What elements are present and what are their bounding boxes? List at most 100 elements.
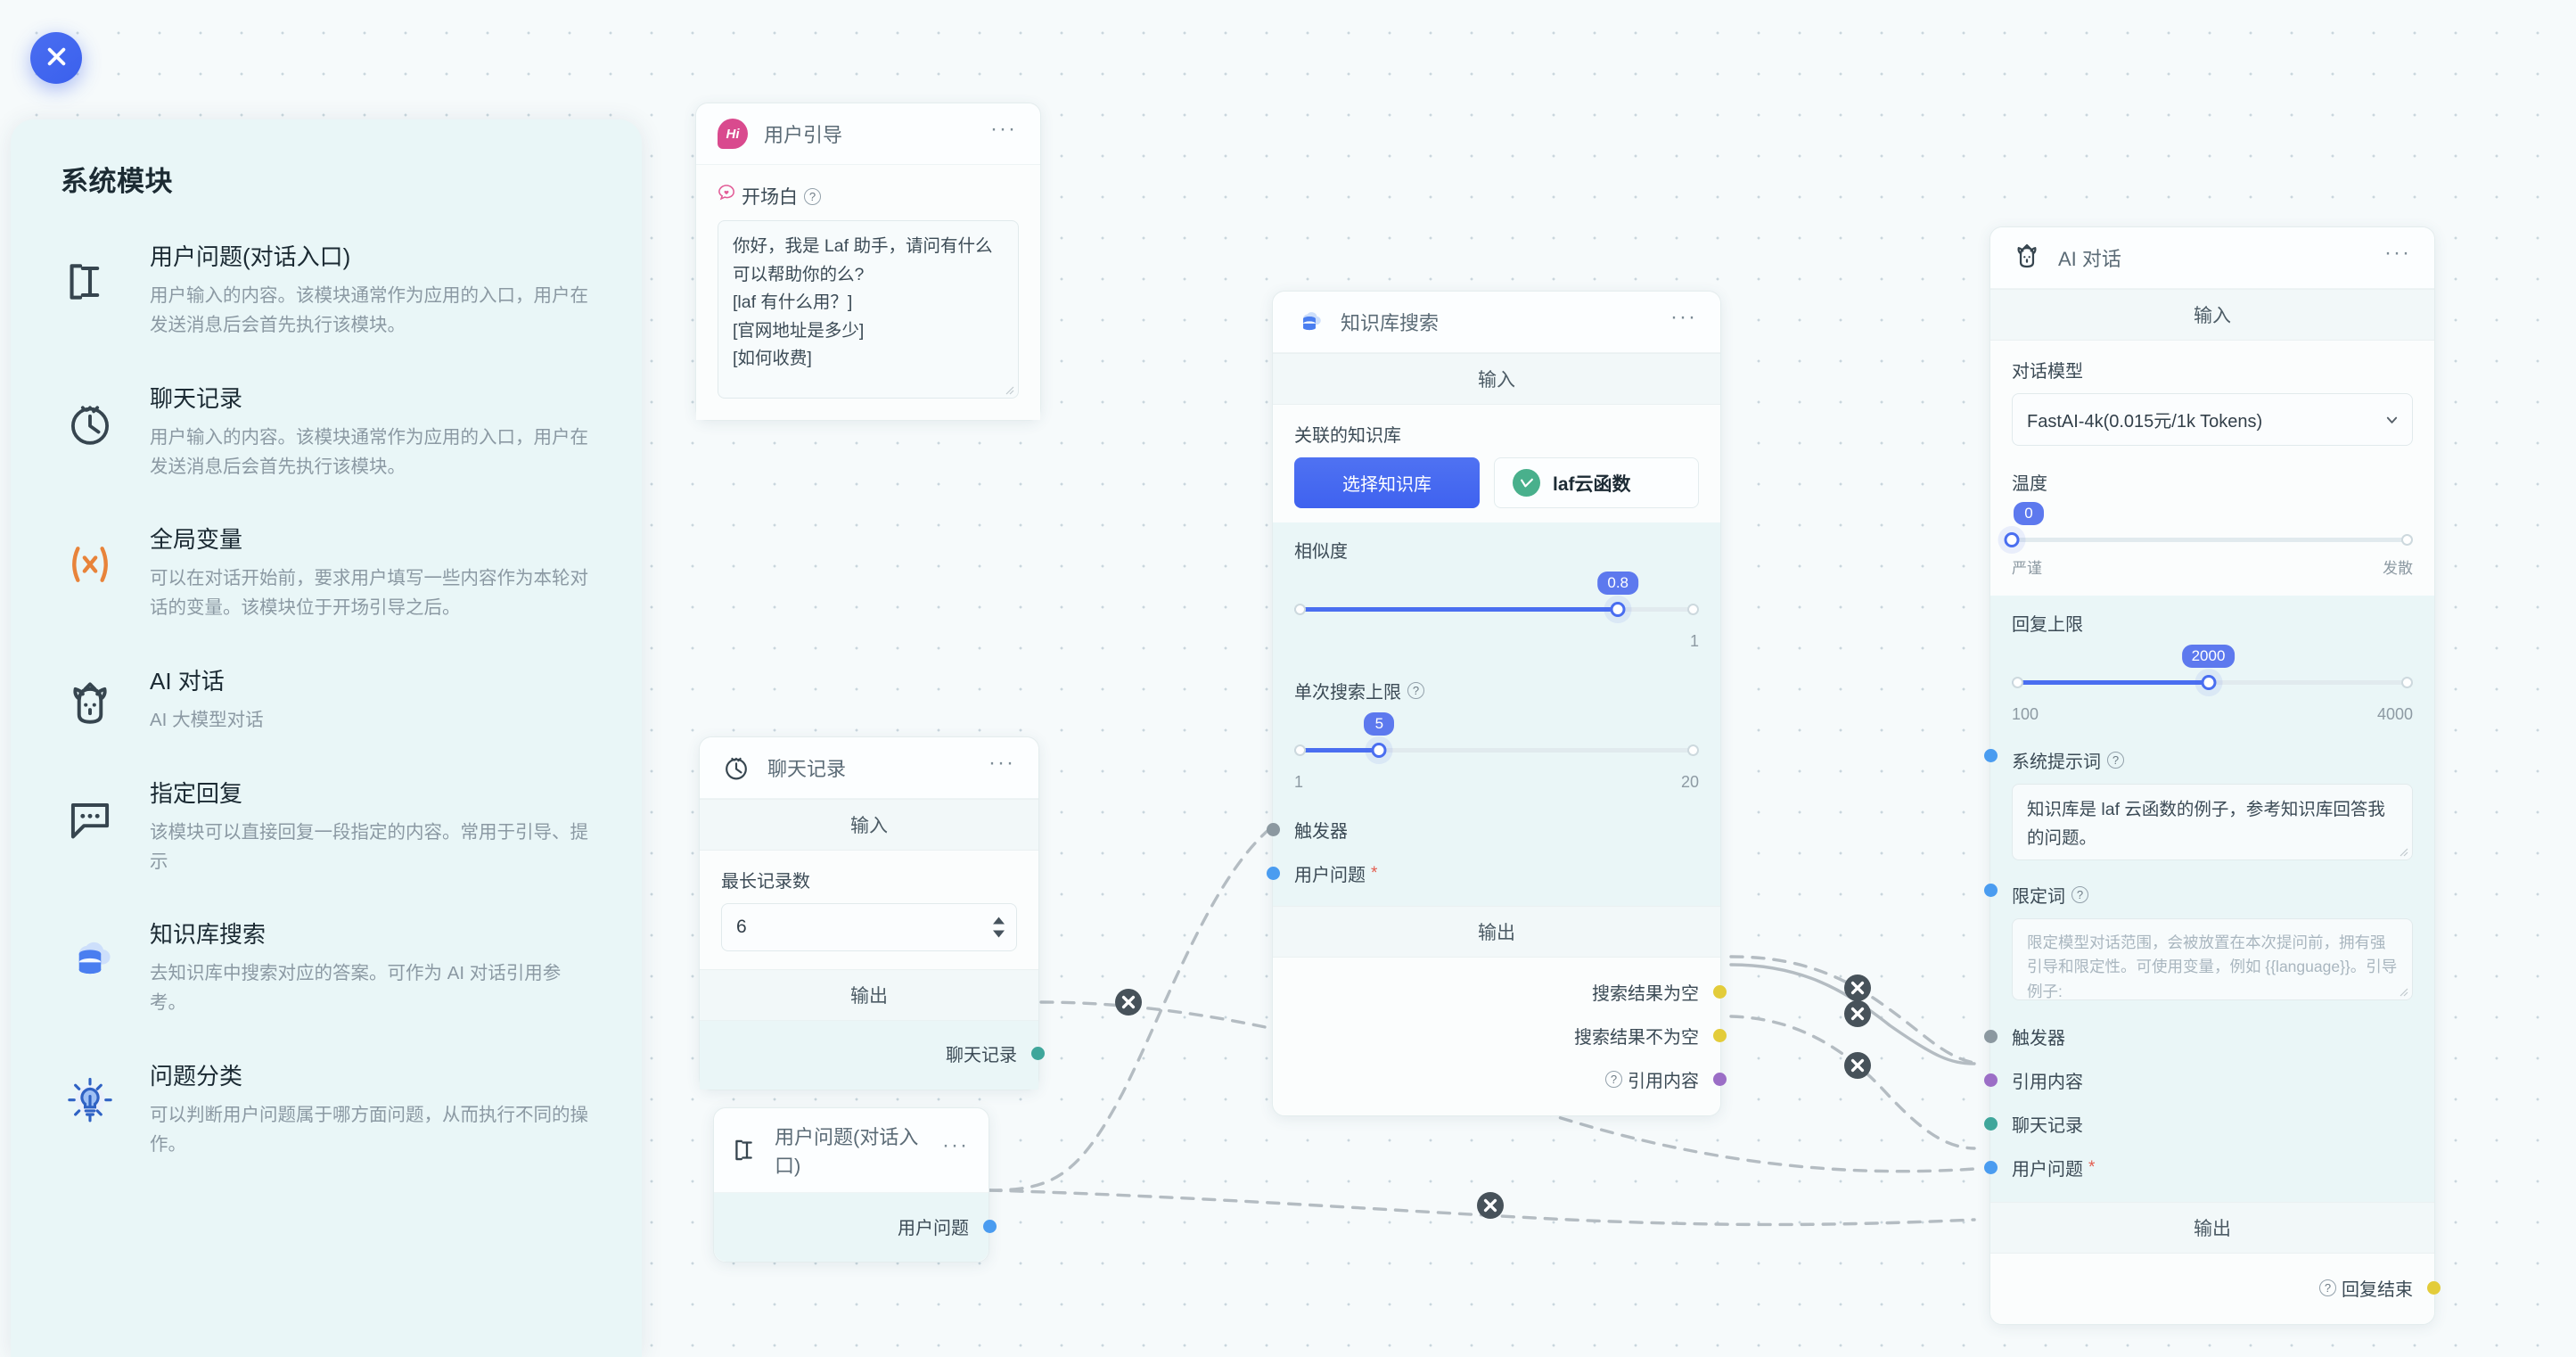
hi-badge-icon: Hi bbox=[718, 119, 748, 149]
qualifier-textarea[interactable]: 限定模型对话范围，会被放置在本次提问前，拥有强引导和限定性。可使用变量，例如 {… bbox=[2012, 918, 2413, 1000]
select-kb-button[interactable]: 选择知识库 bbox=[1294, 457, 1480, 508]
node-header[interactable]: 知识库搜索 ··· bbox=[1273, 292, 1720, 353]
opening-label: 开场白 bbox=[742, 187, 798, 208]
model-value: FastAI-4k(0.015元/1k Tokens) bbox=[2027, 412, 2263, 432]
input-handle-user-question[interactable] bbox=[1267, 867, 1280, 880]
node-user-question[interactable]: 用户问题(对话入口) ··· 用户问题 bbox=[713, 1107, 997, 1262]
opening-textarea[interactable]: 你好，我是 Laf 助手，请问有什么可以帮助你的么? [laf 有什么用？] [… bbox=[718, 220, 1019, 399]
help-icon[interactable]: ? bbox=[2071, 886, 2088, 903]
output-row-reply-end: ? 回复结束 bbox=[2012, 1266, 2441, 1310]
resize-grip-icon[interactable] bbox=[2396, 844, 2408, 857]
output-handle-quote-content[interactable] bbox=[1713, 1073, 1727, 1086]
module-item-specified-reply[interactable]: 指定回复 该模块可以直接回复一段指定的内容。常用于引导、提示 bbox=[61, 777, 599, 877]
number-stepper[interactable] bbox=[992, 917, 1005, 939]
output-row-user-question: 用户问题 bbox=[734, 1205, 997, 1248]
node-header[interactable]: 用户问题(对话入口) ··· bbox=[714, 1108, 989, 1193]
output-handle-search-empty[interactable] bbox=[1713, 985, 1727, 999]
laf-logo-icon bbox=[1513, 469, 1540, 497]
limit-slider[interactable]: 5 bbox=[1294, 712, 1699, 775]
max-tokens-thumb[interactable] bbox=[2201, 675, 2216, 690]
edge-delete-button[interactable] bbox=[1844, 975, 1871, 1001]
help-icon[interactable]: ? bbox=[1407, 682, 1424, 699]
module-item-global-variable[interactable]: 全局变量 可以在对话开始前，要求用户填写一些内容作为本轮对话的变量。该模块位于开… bbox=[61, 522, 599, 623]
input-handle-trigger[interactable] bbox=[1267, 823, 1280, 836]
temperature-max-label: 发散 bbox=[2383, 560, 2413, 577]
edge-delete-button[interactable] bbox=[1115, 989, 1142, 1016]
help-icon[interactable]: ? bbox=[2319, 1279, 2336, 1296]
help-icon[interactable]: ? bbox=[2107, 752, 2124, 769]
resize-grip-icon[interactable] bbox=[1002, 382, 1014, 395]
input-label: 用户问题* bbox=[1294, 863, 1378, 886]
model-section: 对话模型 FastAI-4k(0.015元/1k Tokens) 温度 0 严谨… bbox=[1990, 341, 2434, 596]
input-handle-qualifier[interactable] bbox=[1984, 884, 1998, 897]
ai-params-section: 回复上限 2000 100 4000 系统提示词 ? 知识库是 laf 云函数的… bbox=[1984, 596, 2434, 1202]
similarity-slider[interactable]: 0.8 bbox=[1294, 572, 1699, 634]
node-menu-button[interactable]: ··· bbox=[1670, 305, 1697, 329]
output-label: 搜索结果为空 bbox=[1592, 984, 1699, 1004]
model-select[interactable]: FastAI-4k(0.015元/1k Tokens) bbox=[2012, 393, 2413, 446]
input-band: 输入 bbox=[1273, 353, 1720, 405]
edge-delete-button[interactable] bbox=[1844, 1000, 1871, 1027]
edge-kbnotempty-to-ai bbox=[1729, 963, 1976, 1065]
resize-grip-icon[interactable] bbox=[2396, 984, 2408, 997]
node-chat-history[interactable]: 聊天记录 ··· 输入 最长记录数 6 输出 聊天记录 bbox=[699, 736, 1045, 1090]
input-handle-system-prompt[interactable] bbox=[1984, 749, 1998, 762]
module-item-chat-history[interactable]: 聊天记录 用户输入的内容。该模块通常作为应用的入口，用户在发送消息后会首先执行该… bbox=[61, 382, 599, 482]
close-panel-button[interactable] bbox=[30, 32, 82, 84]
similarity-value: 0.8 bbox=[1597, 572, 1639, 595]
node-header[interactable]: Hi 用户引导 ··· bbox=[696, 103, 1040, 165]
input-handle-trigger[interactable] bbox=[1984, 1030, 1998, 1043]
kb-select-section: 关联的知识库 选择知识库 laf云函数 bbox=[1273, 405, 1720, 522]
temperature-label: 温度 bbox=[2012, 474, 2047, 494]
node-menu-button[interactable]: ··· bbox=[2384, 241, 2411, 265]
node-user-guide[interactable]: Hi 用户引导 ··· 开场白 ? 你好，我是 Laf 助手，请问有什么可以帮助… bbox=[695, 103, 1041, 421]
node-menu-button[interactable]: ··· bbox=[990, 117, 1017, 141]
module-item-question-classify[interactable]: 问题分类 可以判断用户问题属于哪方面问题，从而执行不同的操作。 bbox=[61, 1059, 599, 1160]
input-handle-quote-content[interactable] bbox=[1984, 1073, 1998, 1087]
help-icon[interactable]: ? bbox=[804, 187, 821, 205]
input-handle-chat-history[interactable] bbox=[1984, 1117, 1998, 1131]
module-item-kb-search[interactable]: 知识库搜索 去知识库中搜索对应的答案。可作为 AI 对话引用参考。 bbox=[61, 917, 599, 1018]
max-records-label: 最长记录数 bbox=[721, 872, 810, 892]
chevron-down-icon bbox=[2384, 412, 2400, 427]
model-label: 对话模型 bbox=[2012, 362, 2083, 382]
help-icon[interactable]: ? bbox=[1605, 1071, 1622, 1088]
edge-delete-button[interactable] bbox=[1844, 1052, 1871, 1079]
kb-tag-laf[interactable]: laf云函数 bbox=[1494, 457, 1699, 508]
module-item-user-question[interactable]: 用户问题(对话入口) 用户输入的内容。该模块通常作为应用的入口，用户在发送消息后… bbox=[61, 240, 599, 341]
node-ai-chat[interactable]: AI 对话 ··· 输入 对话模型 FastAI-4k(0.015元/1k To… bbox=[1984, 226, 2441, 1325]
node-menu-button[interactable]: ··· bbox=[989, 751, 1015, 775]
input-handle-user-question[interactable] bbox=[1984, 1161, 1998, 1174]
node-header[interactable]: 聊天记录 ··· bbox=[700, 737, 1038, 799]
temperature-slider[interactable]: 0 bbox=[2004, 502, 2413, 557]
node-menu-button[interactable]: ··· bbox=[942, 1133, 969, 1157]
output-handle-reply-end[interactable] bbox=[2427, 1281, 2441, 1295]
node-kb-search[interactable]: 知识库搜索 ··· 输入 关联的知识库 选择知识库 laf云函数 相似度 bbox=[1267, 291, 1727, 1116]
edge-delete-button[interactable] bbox=[1477, 1192, 1504, 1219]
max-tokens-slider[interactable]: 2000 bbox=[2012, 645, 2413, 707]
similarity-thumb[interactable] bbox=[1610, 602, 1626, 617]
slider-start-cap bbox=[2012, 677, 2023, 688]
module-item-ai-chat[interactable]: AI 对话 AI 大模型对话 bbox=[61, 664, 599, 736]
output-handle-user-question[interactable] bbox=[983, 1220, 997, 1233]
system-prompt-label-row: 系统提示词 ? bbox=[1984, 747, 2413, 773]
temperature-thumb[interactable] bbox=[2004, 532, 2020, 547]
limit-thumb[interactable] bbox=[1371, 743, 1387, 758]
node-title: 用户问题(对话入口) bbox=[775, 1126, 919, 1177]
output-handle-chat-history[interactable] bbox=[1031, 1047, 1045, 1060]
output-label: 用户问题 bbox=[898, 1219, 969, 1238]
database-cloud-icon bbox=[61, 930, 119, 989]
max-records-input[interactable]: 6 bbox=[721, 903, 1017, 951]
stepper-down-icon bbox=[993, 930, 1005, 938]
output-handle-search-not-empty[interactable] bbox=[1713, 1029, 1727, 1042]
required-marker: * bbox=[2088, 1157, 2096, 1177]
system-prompt-textarea[interactable]: 知识库是 laf 云函数的例子，参考知识库回答我的问题。 bbox=[2012, 784, 2413, 860]
close-icon bbox=[45, 45, 69, 71]
input-row-quote: 引用内容 bbox=[1984, 1058, 2413, 1102]
limit-max: 20 bbox=[1680, 773, 1699, 791]
module-desc: 该模块可以直接回复一段指定的内容。常用于引导、提示 bbox=[150, 821, 588, 872]
slider-fill bbox=[2012, 680, 2209, 685]
node-header[interactable]: AI 对话 ··· bbox=[1990, 227, 2434, 289]
system-prompt-label: 系统提示词 bbox=[2012, 753, 2101, 772]
